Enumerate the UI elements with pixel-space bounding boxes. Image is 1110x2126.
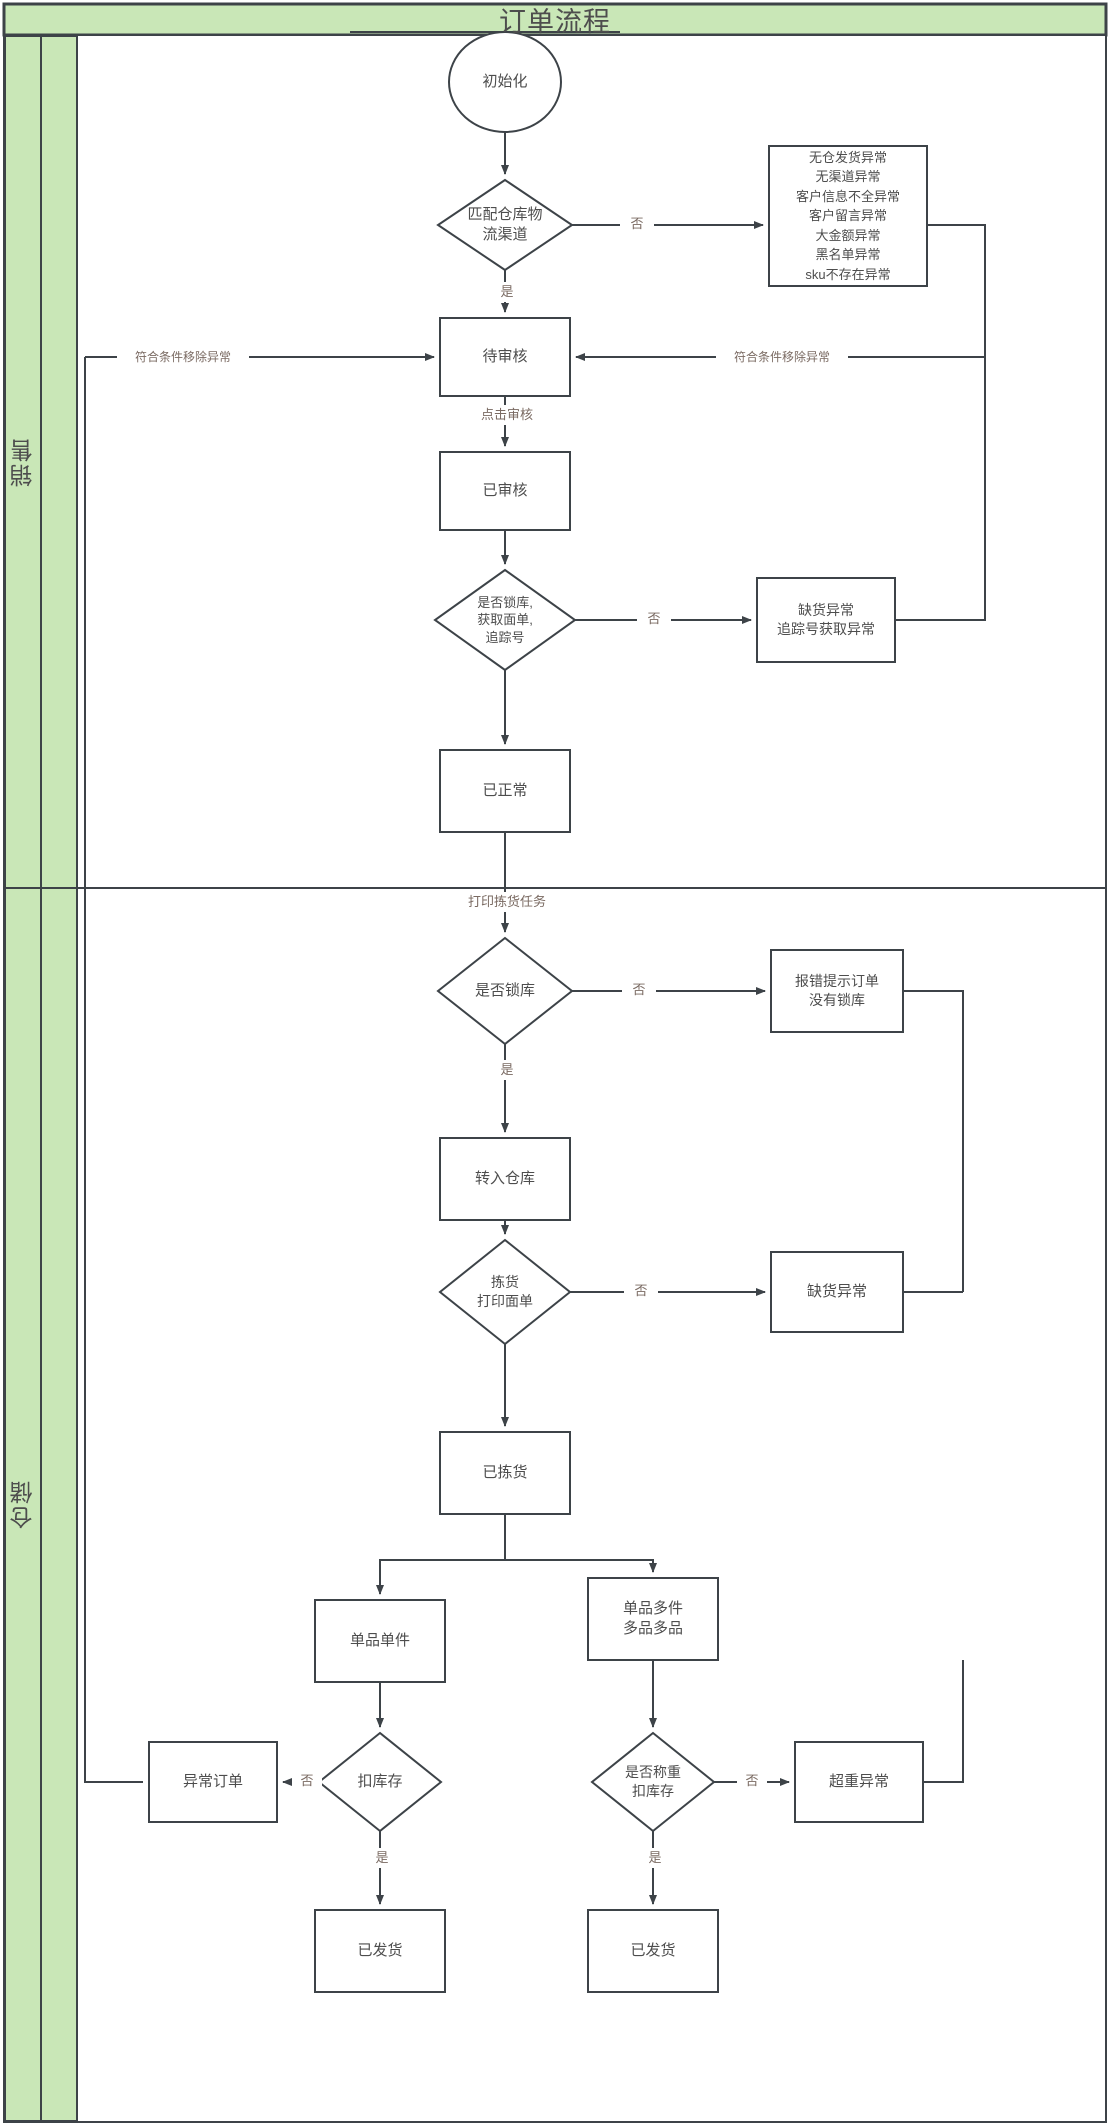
- diagram-title: 订单流程: [499, 7, 611, 37]
- edge-label-islocked-yes: 是: [490, 1060, 524, 1080]
- edge-label-islocked-no: 否: [622, 980, 656, 1000]
- node-start: [448, 31, 562, 133]
- lane-label-sales: 销售: [10, 437, 36, 487]
- node-abnormal-order: [148, 1741, 278, 1823]
- edge-label-lockstock-no: 否: [637, 609, 671, 629]
- node-shapes: [148, 31, 928, 1993]
- node-audited: [439, 451, 571, 531]
- edge-label-pickprint-no: 否: [624, 1281, 658, 1301]
- lane-label-warehouse: 仓储: [10, 1479, 36, 1530]
- node-towarehouse: [439, 1137, 571, 1221]
- edge-label-weigh-no: 否: [737, 1771, 767, 1791]
- edge-label-deduct-yes: 是: [367, 1848, 397, 1868]
- node-picked: [439, 1431, 571, 1515]
- edge-label-match-yes: 是: [490, 282, 524, 302]
- node-stockout1: [756, 577, 896, 663]
- node-stockout2: [770, 1251, 904, 1333]
- edge-label-left-remove-exception: 符合条件移除异常: [117, 347, 249, 367]
- node-overweight: [794, 1741, 924, 1823]
- edge-overweight-bus: [923, 1660, 964, 1783]
- node-shipped-2: [587, 1909, 719, 1993]
- edge-label-deduct-no: 否: [292, 1771, 322, 1791]
- edge-label-match-no: 否: [620, 214, 654, 234]
- node-shipped-1: [314, 1909, 446, 1993]
- node-pending: [439, 317, 571, 397]
- edge-stockout1-return: [895, 357, 986, 621]
- edge-label-weigh-yes: 是: [640, 1848, 670, 1868]
- node-single: [314, 1599, 446, 1683]
- node-exceptions: [768, 145, 928, 287]
- edge-label-right-remove-exception: 符合条件移除异常: [716, 347, 848, 367]
- edge-left-bus: [84, 357, 143, 1783]
- edge-label-click-audit: 点击审核: [458, 405, 556, 425]
- node-errnolock: [770, 949, 904, 1033]
- node-multi: [587, 1577, 719, 1661]
- edge-picked-multi: [505, 1559, 657, 1573]
- edge-label-print-pick-task: 打印拣货任务: [443, 892, 571, 912]
- edge-picked-single: [376, 1514, 506, 1595]
- node-normal: [439, 749, 571, 833]
- edge-errnolock-bus: [903, 990, 964, 1292]
